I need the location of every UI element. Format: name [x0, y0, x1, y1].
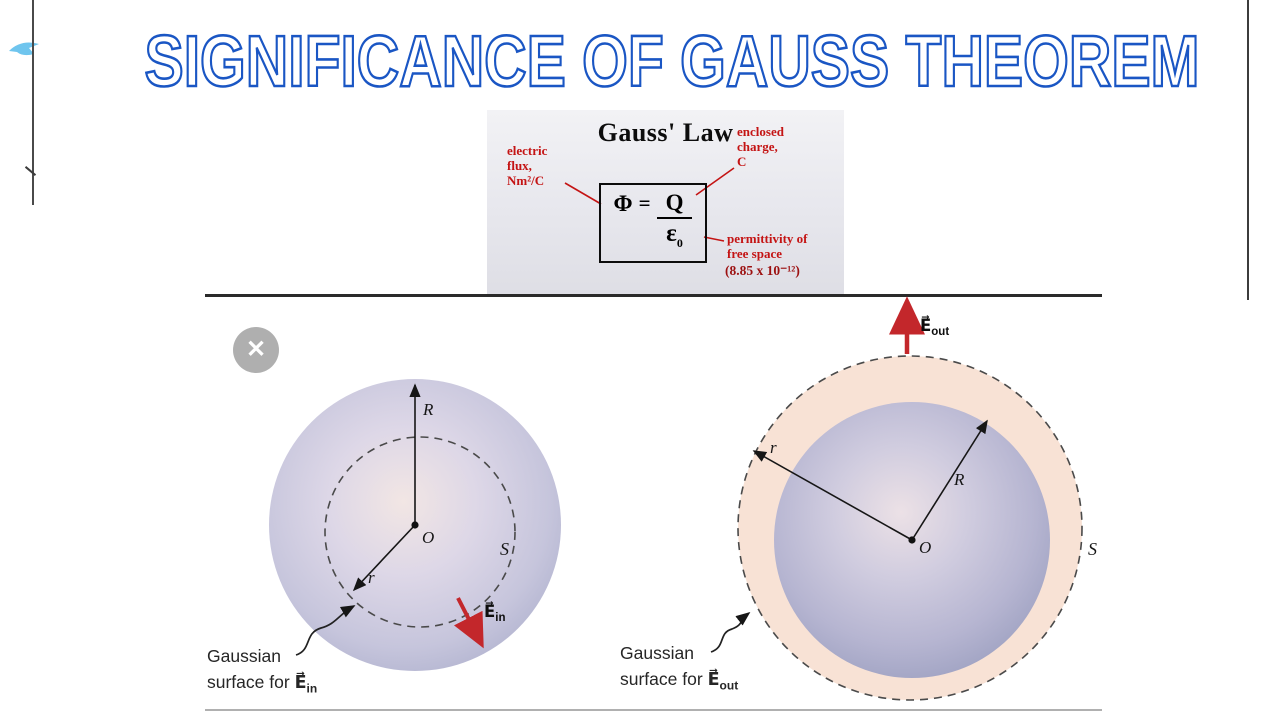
- right-edge-line: [1247, 0, 1249, 300]
- left-caption-line2: surface for E⃗in: [207, 670, 317, 698]
- radius-r-label: r: [770, 438, 777, 457]
- permittivity-connector-line: [703, 236, 725, 242]
- formula-fraction: Q ε0: [656, 191, 693, 249]
- epsilon-subscript: 0: [676, 236, 683, 250]
- caption-pointer: [710, 611, 751, 653]
- e-in-arrow: [454, 597, 484, 649]
- page-title-text: SIGNIFICANCE OF GAUSS THEOREM: [145, 22, 1200, 100]
- right-caption-vector: E⃗: [707, 668, 720, 689]
- radius-R-arrow: [911, 419, 988, 541]
- left-caption-line1: Gaussian: [207, 646, 281, 666]
- formula-equals: =: [638, 191, 651, 215]
- right-caption: Gaussian surface for E⃗out: [620, 641, 738, 695]
- e-out-label: E⃗out: [920, 315, 949, 338]
- enclosed-charge-label: enclosed charge, C: [737, 124, 784, 169]
- permittivity-label: permittivity of free space: [727, 231, 808, 261]
- right-caption-text: surface for: [620, 668, 703, 689]
- radius-R-label: R: [422, 400, 434, 419]
- radius-r-label: r: [368, 568, 375, 587]
- label-connectors: [564, 167, 735, 242]
- left-diagram: R r O S E⃗in: [269, 379, 561, 671]
- cursor-arrow-icon: [9, 42, 39, 56]
- left-caption-vector: E⃗: [294, 671, 307, 692]
- top-divider: [205, 294, 1102, 297]
- right-caption-line1: Gaussian: [620, 643, 694, 663]
- radius-r-arrow: [752, 450, 913, 541]
- formula-denominator: ε0: [666, 219, 683, 249]
- gauss-law-title: Gauss' Law: [597, 118, 734, 147]
- enclosed-charge-line1: enclosed: [737, 124, 784, 139]
- left-caption-sub: in: [306, 681, 318, 696]
- caption-pointer: [295, 605, 356, 656]
- center-dot: [411, 521, 419, 529]
- e-vector-symbol: E⃗: [920, 315, 931, 335]
- left-caption-text: surface for: [207, 671, 290, 692]
- center-label: O: [422, 528, 434, 547]
- center-dot: [908, 536, 916, 544]
- electric-flux-line3: Nm²/C: [507, 173, 545, 189]
- left-caption: Gaussian surface for E⃗in: [207, 644, 317, 698]
- gauss-law-panel: Gauss' Law electric flux, Nm²/C enclosed…: [487, 110, 844, 296]
- center-label: O: [919, 538, 931, 557]
- epsilon-symbol: ε: [666, 220, 677, 247]
- permittivity-value: (8.85 x 10⁻¹²): [725, 263, 800, 278]
- right-diagram: r R O S E⃗out: [710, 296, 1097, 701]
- e-vector-symbol: E⃗: [484, 601, 495, 621]
- e-vector-subscript: in: [495, 612, 505, 624]
- charge-connector-line: [695, 167, 735, 196]
- e-vector-subscript: out: [931, 326, 949, 338]
- left-edge-line: [32, 0, 34, 205]
- surface-label: S: [500, 539, 509, 559]
- left-edge-mark: [24, 166, 37, 176]
- e-in-label: E⃗in: [484, 601, 506, 624]
- surface-label: S: [1088, 539, 1097, 559]
- electric-flux-label: electric flux, Nm²/C: [507, 143, 547, 188]
- permittivity-line2: free space: [727, 246, 782, 262]
- right-caption-sub: out: [719, 678, 739, 693]
- enclosed-charge-line3: C: [737, 154, 747, 170]
- radius-r-arrow: [352, 524, 416, 592]
- page-title: SIGNIFICANCE OF GAUSS THEOREM: [143, 21, 1201, 100]
- electric-flux-line2: flux,: [507, 158, 532, 174]
- formula-numerator: Q: [656, 191, 693, 219]
- gauss-formula: Φ = Q ε0: [599, 183, 707, 263]
- electric-flux-line1: electric: [507, 143, 548, 158]
- enclosed-charge-line2: charge,: [737, 139, 778, 155]
- formula-phi: Φ: [613, 191, 633, 216]
- gaussian-surface-circle: [324, 436, 516, 628]
- permittivity-line1: permittivity of: [727, 231, 808, 246]
- right-caption-line2: surface for E⃗out: [620, 667, 738, 695]
- radius-R-label: R: [953, 470, 965, 489]
- flux-connector-line: [564, 182, 602, 205]
- close-icon: ✕: [245, 336, 267, 363]
- bottom-divider: [205, 709, 1102, 711]
- close-button[interactable]: ✕: [233, 327, 279, 373]
